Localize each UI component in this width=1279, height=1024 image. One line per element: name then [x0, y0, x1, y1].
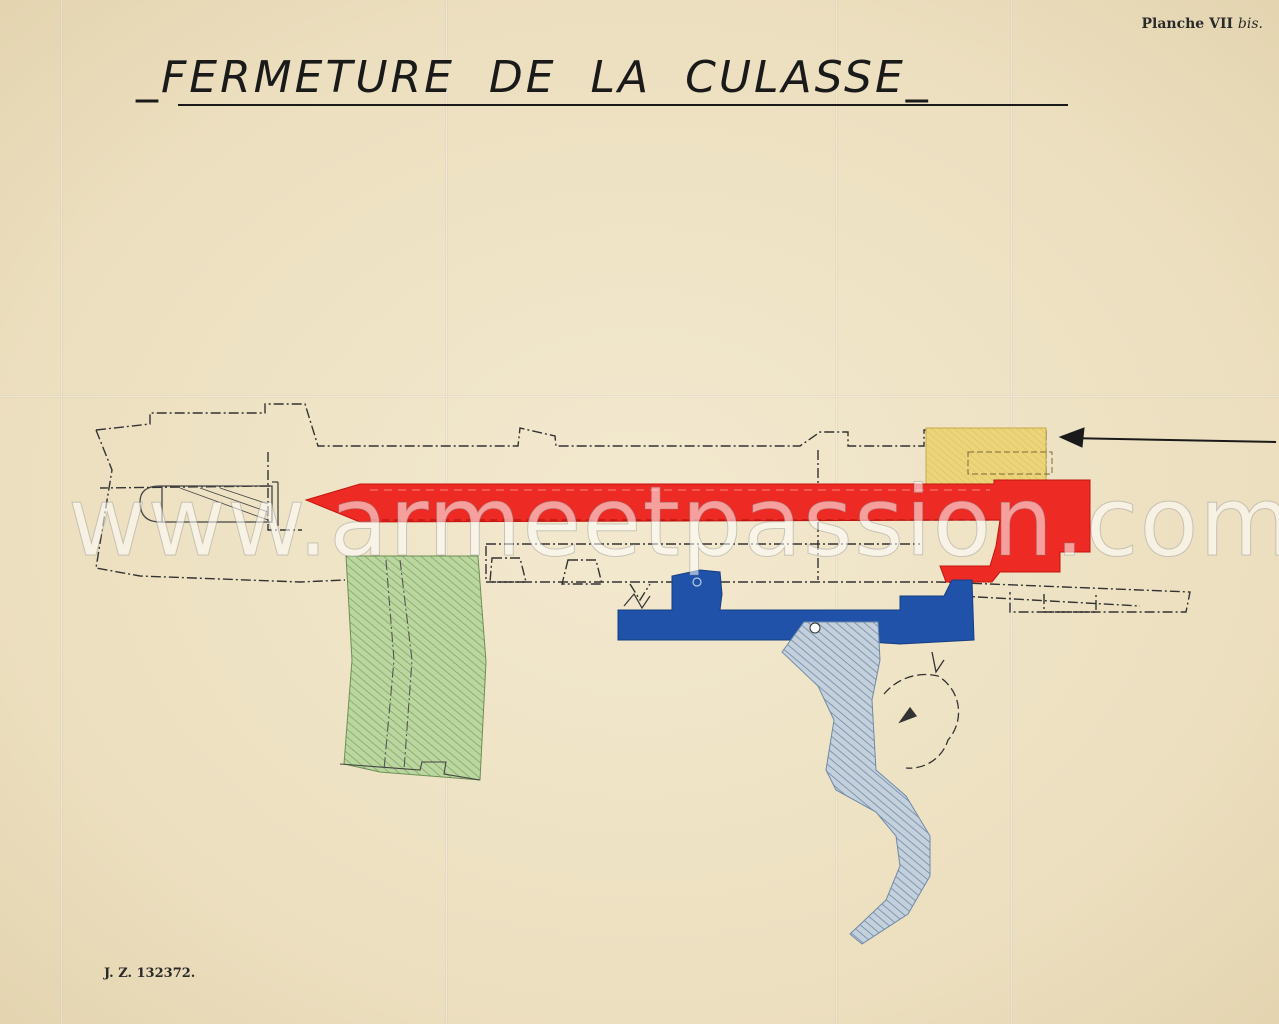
- cartridge-outline: [139, 481, 279, 526]
- fold-line: [60, 0, 63, 1024]
- page-title: _FERMETURE DE LA CULASSE_: [136, 52, 1116, 103]
- reference-number: J. Z. 132372.: [104, 966, 196, 981]
- magazine-green: [339, 555, 487, 781]
- plate-suffix: bis.: [1237, 16, 1263, 32]
- direction-arrow: [1058, 427, 1277, 448]
- title-underline: [178, 104, 1068, 106]
- fold-line: [0, 395, 1279, 398]
- receiver-outline: [95, 403, 1191, 613]
- title-dash-left: _: [136, 52, 161, 103]
- watermark: www.armeetpassion.com: [68, 466, 1279, 579]
- sear-blue: [617, 569, 975, 645]
- title-dash-right: _: [905, 52, 931, 103]
- plate-label: Planche VII bis.: [1142, 16, 1264, 32]
- motion-arc: [883, 651, 960, 769]
- plate-number: Planche VII: [1141, 16, 1234, 32]
- trigger-gray: [781, 621, 931, 945]
- title-text: FERMETURE DE LA CULASSE: [161, 52, 906, 103]
- bolt-red: [304, 479, 1091, 583]
